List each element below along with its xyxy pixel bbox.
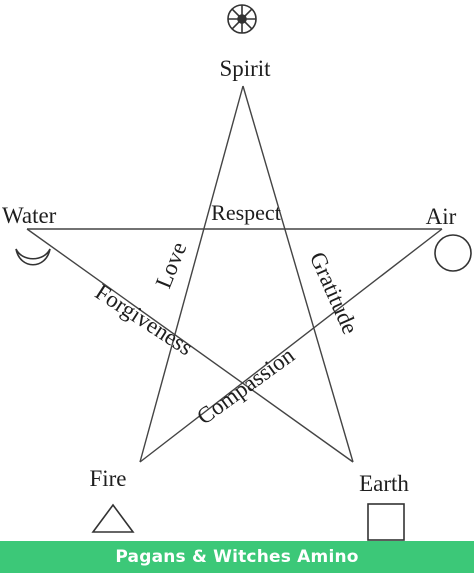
label-air: Air <box>426 204 457 229</box>
label-water: Water <box>2 203 57 228</box>
eight-spoked-wheel-icon <box>227 4 257 34</box>
line-air-fire <box>139 228 443 463</box>
line-spirit-earth <box>242 85 354 463</box>
triangle-icon <box>91 503 135 533</box>
crescent-moon-icon <box>15 248 51 266</box>
pentagram-lines <box>26 85 443 463</box>
label-gratitude: Gratitude <box>305 248 363 338</box>
label-forgiveness: Forgiveness <box>91 279 198 360</box>
label-fire: Fire <box>89 466 126 491</box>
circle-icon <box>434 234 472 272</box>
line-water-earth <box>26 228 354 463</box>
square-icon <box>367 503 405 541</box>
label-compassion: Compassion <box>192 342 299 429</box>
pentagram-diagram: Spirit Water Air Fire Earth Respect Love… <box>2 4 472 541</box>
app-footer-banner[interactable]: Pagans & Witches Amino <box>0 541 474 573</box>
label-earth: Earth <box>359 471 409 496</box>
label-spirit: Spirit <box>219 56 271 81</box>
label-respect: Respect <box>211 200 281 225</box>
label-love: Love <box>151 239 192 292</box>
line-spirit-fire <box>139 85 244 463</box>
